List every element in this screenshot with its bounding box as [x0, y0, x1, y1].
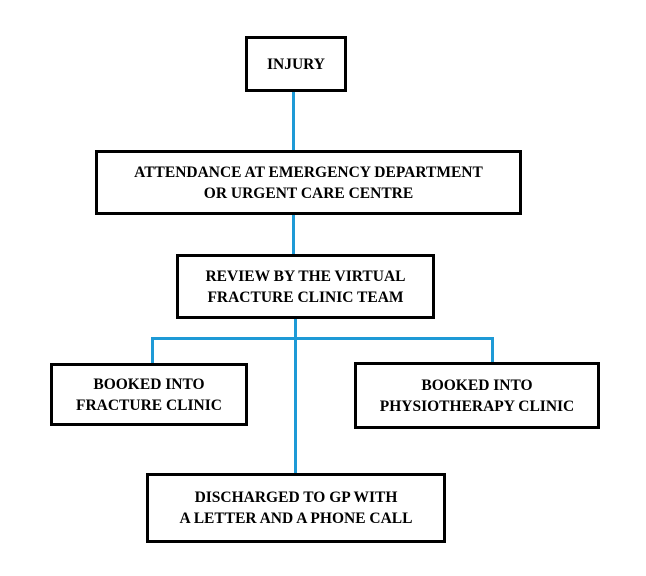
node-physiotherapy-clinic-label-line1: BOOKED INTO [421, 376, 533, 394]
node-review-label-line1: REVIEW BY THE VIRTUAL [205, 267, 406, 285]
node-attendance-label-line2: OR URGENT CARE CENTRE [203, 184, 414, 202]
node-physiotherapy-clinic-label-line2: PHYSIOTHERAPY CLINIC [379, 397, 575, 415]
node-review-label-line2: FRACTURE CLINIC TEAM [207, 288, 404, 306]
node-attendance: ATTENDANCE AT EMERGENCY DEPARTMENT OR UR… [95, 150, 522, 215]
node-discharged-label-line2: A LETTER AND A PHONE CALL [179, 510, 413, 527]
node-injury: INJURY [245, 36, 347, 92]
node-discharged-label-line1: DISCHARGED TO GP WITH [194, 489, 398, 506]
connector-injury-to-attendance [292, 92, 295, 150]
node-discharged: DISCHARGED TO GP WITH A LETTER AND A PHO… [146, 473, 446, 543]
connector-branch-to-fracture-clinic [151, 337, 154, 363]
connector-review-to-discharged [294, 319, 297, 473]
connector-attendance-to-review [292, 215, 295, 254]
node-fracture-clinic-label-line2: FRACTURE CLINIC [76, 396, 222, 414]
connector-branch-to-physiotherapy-clinic [491, 337, 494, 362]
node-fracture-clinic-label-line1: BOOKED INTO [93, 375, 205, 393]
node-injury-label: INJURY [266, 55, 325, 73]
node-physiotherapy-clinic: BOOKED INTO PHYSIOTHERAPY CLINIC [354, 362, 600, 429]
node-fracture-clinic: BOOKED INTO FRACTURE CLINIC [50, 363, 248, 426]
node-review: REVIEW BY THE VIRTUAL FRACTURE CLINIC TE… [176, 254, 435, 319]
node-attendance-label-line1: ATTENDANCE AT EMERGENCY DEPARTMENT [134, 163, 483, 181]
connector-branch-horizontal [151, 337, 494, 340]
